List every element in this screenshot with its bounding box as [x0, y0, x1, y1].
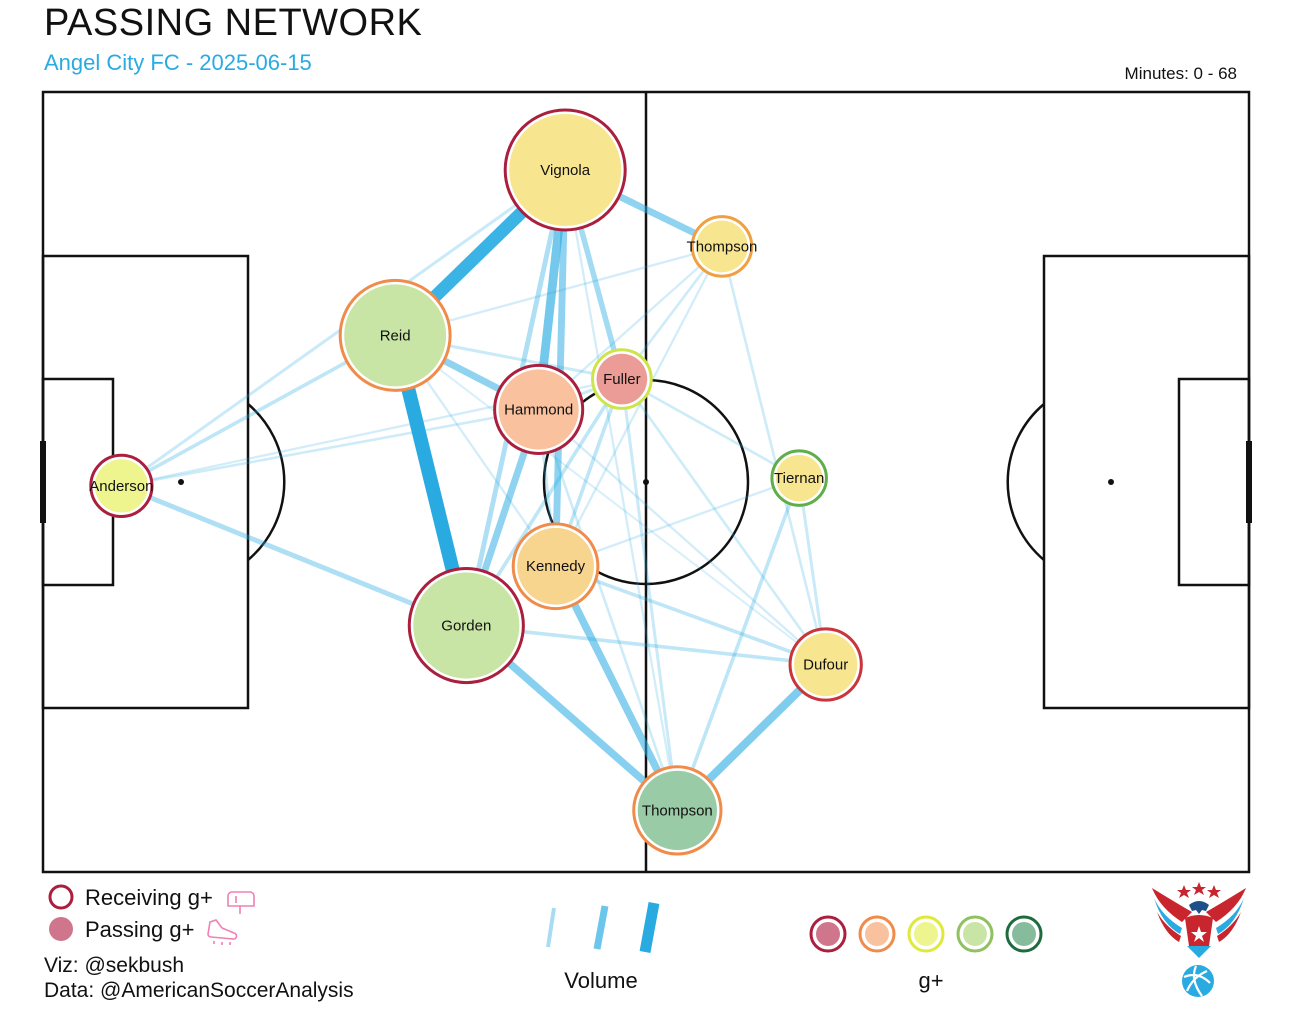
player-name: Thompson — [642, 802, 713, 819]
eagle-logo-icon — [1152, 882, 1246, 997]
player-node-fill — [775, 454, 823, 502]
player-name: Dufour — [803, 657, 848, 674]
player-node-vignola: Vignola — [503, 108, 627, 232]
center-spot — [643, 479, 649, 485]
pass-edge-kennedy-thompson_bottom — [552, 564, 681, 813]
gplus-legend-label: g+ — [918, 968, 944, 993]
right-goal-box — [1177, 377, 1251, 587]
right-penalty-box — [1042, 254, 1251, 710]
player-name: Tiernan — [774, 470, 824, 487]
receiving-legend-label: Receiving g+ — [85, 885, 213, 910]
player-node-fill — [696, 220, 748, 273]
player-name: Thompson — [687, 238, 758, 255]
player-node-thompson_top: Thompson — [687, 215, 758, 278]
chart-subtitle: Angel City FC - 2025-06-15 — [44, 50, 312, 75]
player-name: Reid — [380, 327, 411, 344]
player-node-tiernan: Tiernan — [770, 449, 828, 507]
pass-edge-fuller-thompson_bottom — [620, 378, 679, 811]
player-node-fill — [637, 770, 717, 850]
chart-title: PASSING NETWORK — [44, 2, 423, 44]
passing-legend-label: Passing g+ — [85, 917, 195, 942]
volume-legend-medium — [593, 905, 609, 950]
player-name: Gorden — [441, 618, 491, 635]
pass-edge-fuller-tiernan — [621, 377, 800, 480]
gplus-legend-swatch-fill-3 — [914, 922, 938, 946]
passing-legend-marker — [49, 917, 73, 941]
player-node-hammond: Hammond — [493, 363, 585, 455]
minutes-range: Minutes: 0 - 68 — [1124, 64, 1237, 83]
pass-edge-reid-dufour — [394, 334, 827, 666]
player-node-gorden: Gorden — [407, 566, 525, 685]
pass-edge-kennedy-dufour — [554, 564, 827, 667]
gplus-legend-swatch-fill-4 — [963, 922, 987, 946]
pass-edge-tiernan-thompson_bottom — [675, 477, 801, 811]
right-penalty-arc — [1006, 403, 1045, 561]
player-node-anderson: Anderson — [89, 453, 153, 518]
pass-edge-anderson-hammond — [121, 408, 539, 488]
player-node-fill — [517, 527, 594, 605]
pass-edge-hammond-dufour — [537, 408, 827, 666]
pass-edge-gorden-dufour — [466, 623, 826, 667]
data-credit: Data: @AmericanSoccerAnalysis — [44, 979, 354, 1002]
pass-edge-vignola-kennedy — [552, 169, 569, 567]
cleat-icon — [207, 919, 238, 945]
pass-edge-fuller-dufour — [620, 378, 827, 666]
player-node-reid: Reid — [338, 278, 452, 392]
mailbox-icon — [227, 891, 255, 914]
volume-legend-thin — [546, 907, 556, 948]
gplus-legend-swatch-fill-1 — [816, 922, 840, 946]
gplus-legend-swatch-fill-5 — [1012, 922, 1036, 946]
volume-legend-thick — [639, 902, 660, 953]
player-node-dufour: Dufour — [788, 627, 863, 702]
pass-edge-thompson_top-dufour — [720, 246, 827, 665]
player-node-fill — [794, 632, 858, 697]
right-penalty-spot — [1108, 479, 1114, 485]
left-penalty-spot — [178, 479, 184, 485]
left-penalty-arc — [247, 403, 286, 561]
player-node-fill — [498, 369, 579, 450]
player-node-fill — [509, 114, 622, 226]
player-name: Kennedy — [526, 558, 586, 575]
player-node-fill — [344, 284, 447, 387]
receiving-legend-marker — [48, 884, 74, 910]
volume-legend-label: Volume — [564, 968, 638, 993]
player-name: Fuller — [603, 371, 641, 388]
player-node-fill — [413, 572, 520, 679]
pass-edge-vignola-thompson_bottom — [564, 169, 679, 811]
pass-edge-thompson_top-kennedy — [554, 245, 723, 567]
player-name: Vignola — [540, 162, 590, 179]
player-node-kennedy: Kennedy — [511, 522, 600, 611]
player-node-fuller: Fuller — [591, 348, 653, 410]
player-node-fill — [94, 459, 148, 513]
left-goal — [40, 441, 46, 523]
gplus-legend-swatch-fill-2 — [865, 922, 889, 946]
right-goal — [1246, 441, 1252, 523]
pass-edge-anderson-gorden — [120, 483, 468, 628]
player-name: Hammond — [504, 401, 573, 418]
viz-credit: Viz: @sekbush — [44, 954, 184, 977]
player-node-thompson_bottom: Thompson — [632, 765, 723, 856]
player-node-fill — [596, 353, 648, 405]
player-name: Anderson — [89, 478, 153, 495]
pass-edge-hammond-thompson_bottom — [537, 409, 679, 811]
